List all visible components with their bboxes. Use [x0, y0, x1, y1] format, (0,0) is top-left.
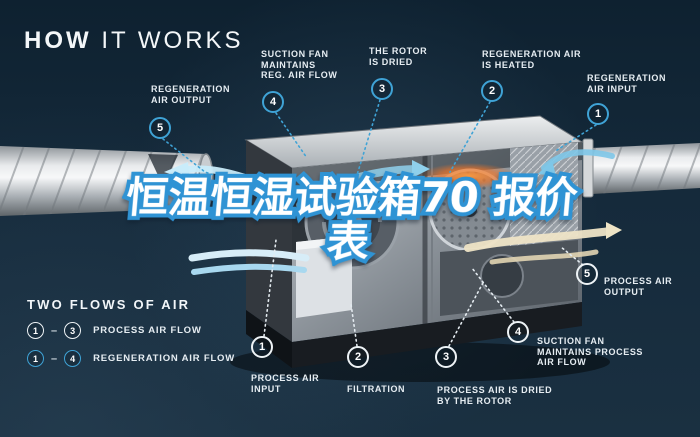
legend-heading: TWO FLOWS OF AIR [27, 297, 191, 312]
callout-label-regen-air-heated: REGENERATION AIR IS HEATED [482, 49, 582, 70]
step-badge-process-5: 5 [576, 263, 598, 285]
air-flow-arrows [164, 149, 622, 275]
callout-label-filtration: FILTRATION [347, 384, 406, 394]
callout-label-process-air-input: PROCESS AIR INPUT [251, 373, 320, 394]
legend-row-process: 1 – 3 PROCESS AIR FLOW [27, 322, 202, 339]
legend-label-process: PROCESS AIR FLOW [93, 325, 202, 336]
legend-row-regeneration: 1 – 4 REGENERATION AIR FLOW [27, 350, 235, 367]
step-badge-regen-5: 5 [149, 117, 171, 139]
legend-badge-regen-from: 1 [27, 350, 44, 367]
step-badge-regen-1: 1 [587, 103, 609, 125]
callout-label-process-air-dried: PROCESS AIR IS DRIED BY THE ROTOR [437, 385, 553, 406]
title-light: IT WORKS [91, 27, 244, 54]
callout-label-rotor-is-dried: THE ROTOR IS DRIED [369, 46, 428, 67]
regen-output-arrowhead [164, 162, 190, 181]
overlay-title-line2: 表 表 [321, 213, 375, 270]
desiccant-rotor [428, 168, 512, 252]
regen-fan [480, 254, 524, 298]
callout-label-process-air-output: PROCESS AIR OUTPUT [604, 276, 673, 297]
callout-label-suction-fan-process: SUCTION FAN MAINTAINS PROCESS AIR FLOW [537, 336, 644, 367]
step-badge-process-3: 3 [435, 346, 457, 368]
legend-dash: – [51, 352, 58, 365]
legend-label-regeneration: REGENERATION AIR FLOW [93, 353, 236, 364]
step-badge-process-1: 1 [251, 336, 273, 358]
left-duct [0, 146, 214, 216]
legend-badge-process-to: 3 [64, 322, 82, 339]
callout-label-regen-air-input: REGENERATION AIR INPUT [587, 73, 667, 94]
step-badge-process-2: 2 [347, 346, 369, 368]
inlet-box [296, 236, 352, 318]
step-badge-process-4: 4 [507, 321, 529, 343]
step-badge-regen-3: 3 [371, 78, 393, 100]
title-bold: HOW [24, 27, 92, 54]
legend-dash: – [51, 324, 58, 337]
leader-lines [162, 99, 597, 347]
legend-badge-process-from: 1 [27, 322, 44, 339]
step-badge-regen-2: 2 [481, 80, 503, 102]
callout-label-regeneration-air-output: REGENERATION AIR OUTPUT [151, 84, 231, 105]
heater [420, 163, 516, 189]
overlay-title: 恒温恒湿试验箱70 报价 恒温恒湿试验箱70 报价 表 表 [0, 169, 700, 270]
legend-badge-regen-to: 4 [64, 350, 82, 367]
callout-label-suction-fan-reg: SUCTION FAN MAINTAINS REG. AIR FLOW [261, 49, 338, 80]
right-duct [582, 138, 700, 198]
overlay-title-line1: 恒温恒湿试验箱70 报价 恒温恒湿试验箱70 报价 [120, 169, 583, 226]
page-title: HOW IT WORKS [24, 27, 244, 55]
step-badge-regen-4: 4 [262, 91, 284, 113]
